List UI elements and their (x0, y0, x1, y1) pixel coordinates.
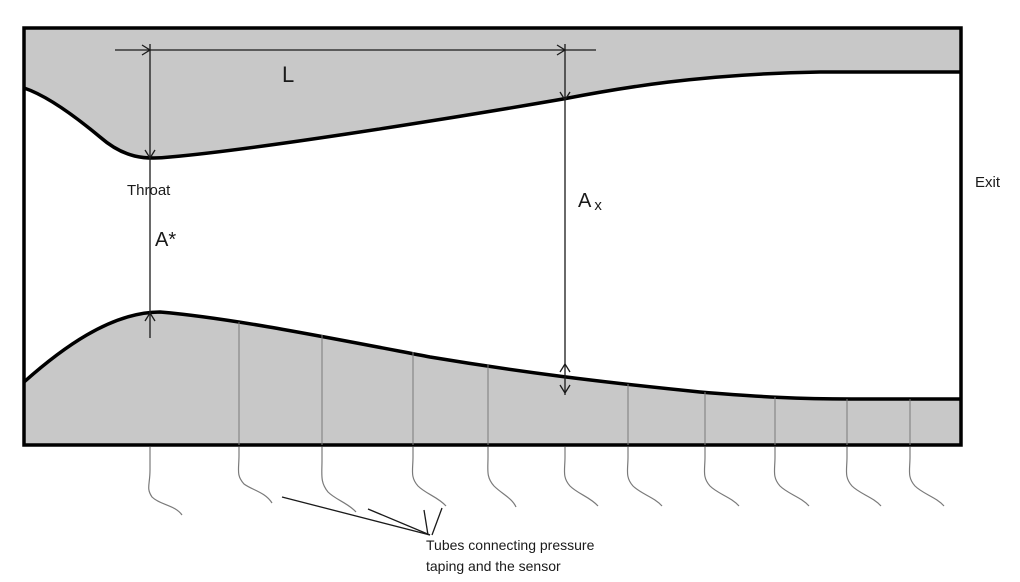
leader-line (431, 507, 443, 536)
tube (237, 447, 273, 504)
tube (703, 447, 740, 507)
upper-contour (23, 70, 961, 160)
outer-frame (22, 26, 963, 447)
caption-line-1: Tubes connecting pressure (426, 537, 595, 553)
pressure-tapings (238, 322, 911, 445)
tube (411, 447, 447, 507)
section-arrow-bottom-out (559, 384, 571, 395)
leader-line (367, 508, 431, 536)
tube (773, 447, 810, 507)
tube (563, 447, 599, 507)
tube (321, 447, 357, 513)
section-arrow-top (559, 91, 571, 102)
tube (626, 447, 663, 507)
upper-wall-fill (24, 28, 961, 159)
section-arrow-bottom (559, 362, 571, 373)
tube (487, 447, 517, 508)
throat-arrow-top (144, 149, 156, 160)
section-area-symbol: A (578, 190, 592, 212)
section-area-subscript: x (594, 197, 602, 214)
pressure-tubes (148, 447, 945, 516)
lower-contour (22, 310, 961, 401)
leader-line (281, 496, 431, 536)
length-label: L (282, 62, 294, 87)
exit-label: Exit (975, 174, 1001, 191)
throat-label: Throat (127, 182, 171, 199)
caption-line-2: taping and the sensor (426, 558, 561, 574)
tube (845, 447, 882, 507)
leader-line (423, 509, 429, 536)
lower-wall-fill (24, 312, 961, 445)
throat-arrow-bottom (144, 311, 156, 322)
caption-leaders (281, 496, 443, 536)
tube (908, 447, 945, 507)
tube (148, 447, 183, 516)
throat-area-label: A* (155, 229, 176, 251)
